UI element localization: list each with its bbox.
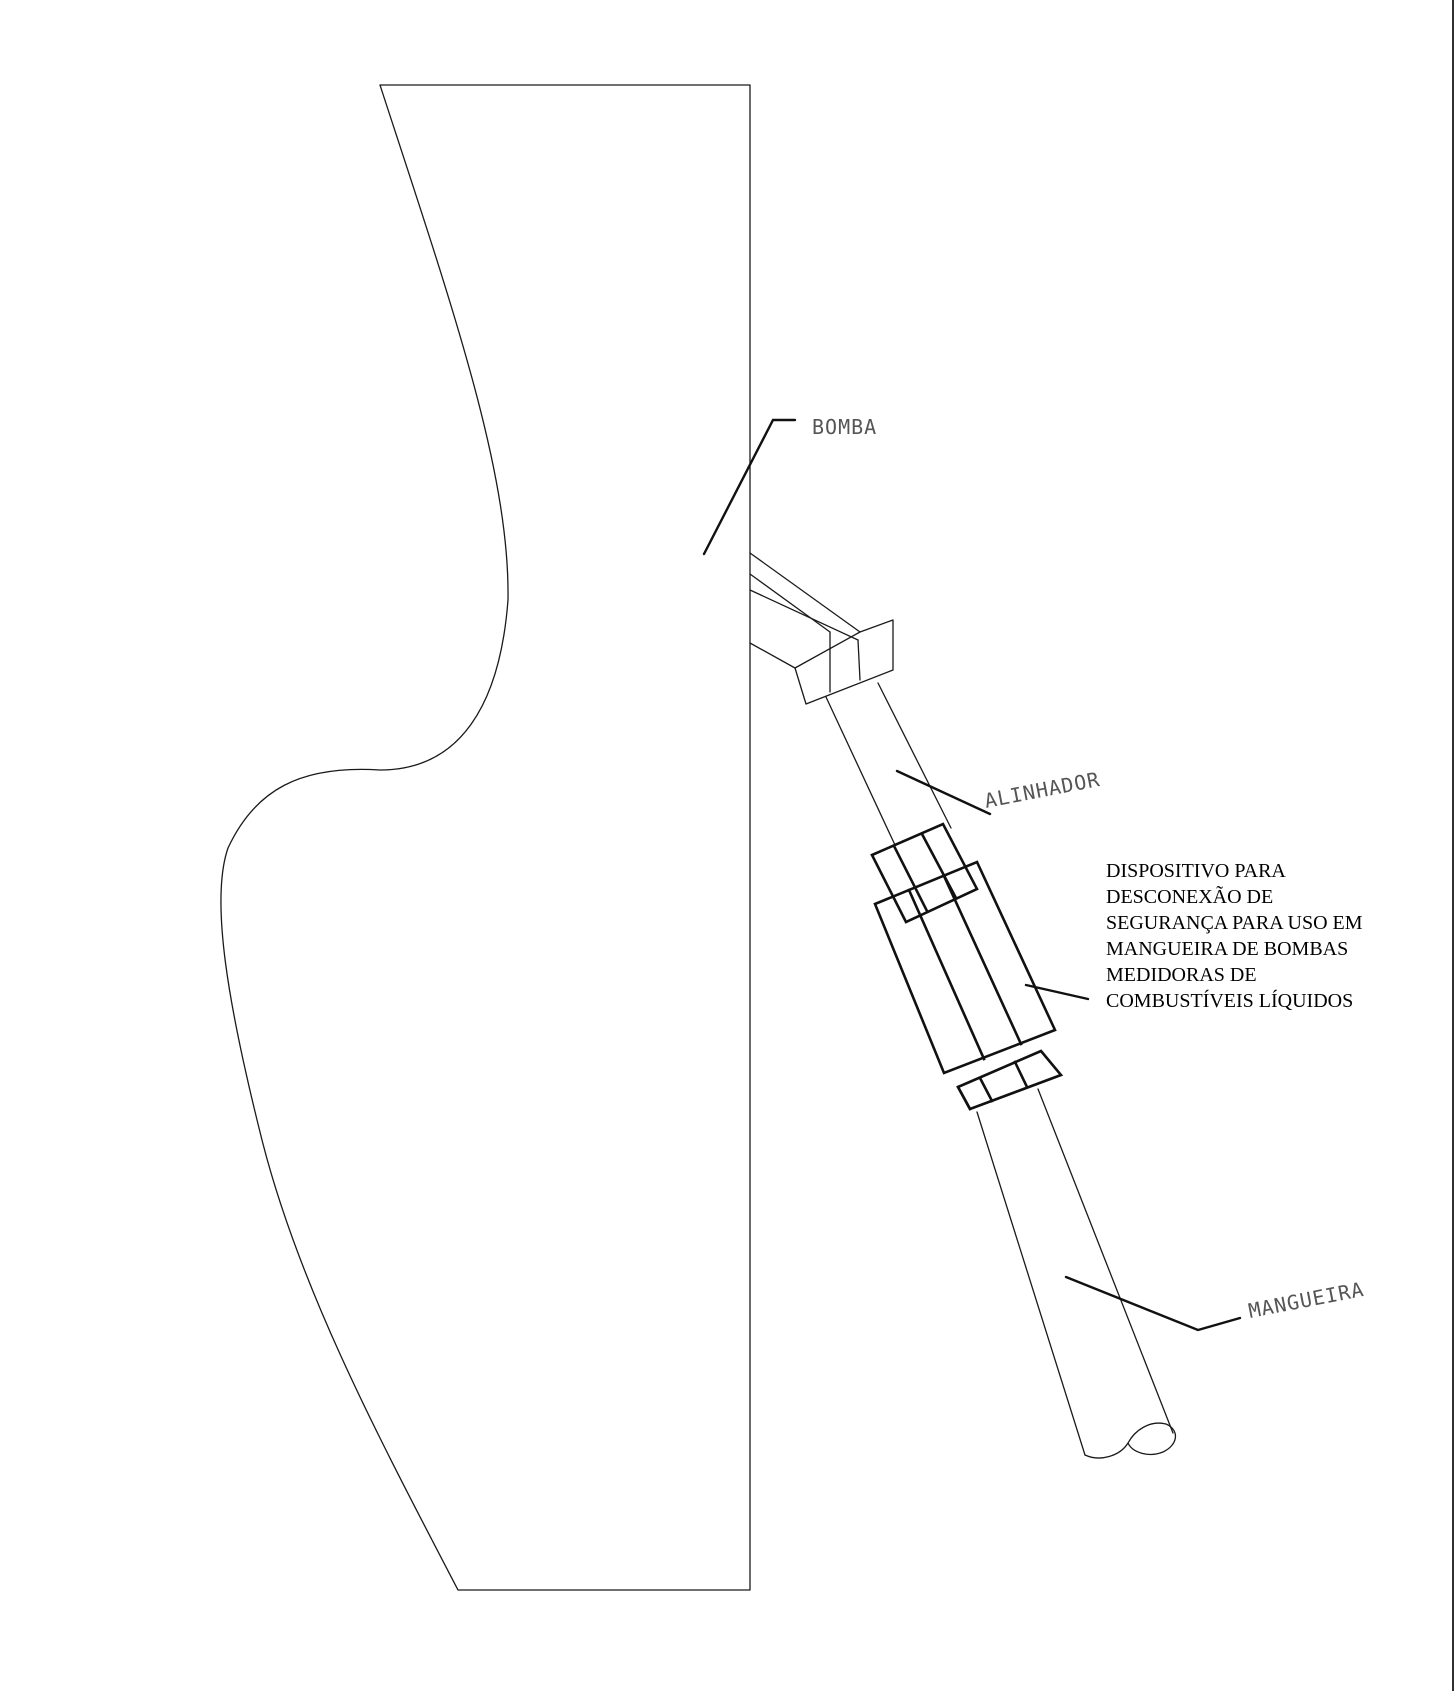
aligner-fitting (749, 552, 894, 705)
bomba-label: BOMBA (812, 415, 877, 439)
mangueira-label: MANGUEIRA (1246, 1277, 1366, 1323)
device-upper-collar (870, 822, 979, 924)
safety-disconnection-device (870, 822, 1064, 1111)
bomba-leader (702, 418, 797, 556)
dispositivo-line-2: DESCONEXÃO DE (1106, 884, 1273, 908)
pump-outline (220, 84, 751, 1591)
dispositivo-line-3: SEGURANÇA PARA USO EM (1106, 912, 1363, 934)
alinhador-label: ALINHADOR (982, 767, 1102, 813)
device-lower-collar (956, 1049, 1064, 1111)
alinhador-leader (895, 769, 992, 816)
dispositivo-description: DISPOSITIVO PARA DESCONEXÃO DE SEGURANÇA… (1106, 860, 1368, 1012)
mangueira-leader (1064, 1275, 1242, 1332)
hose-lower (976, 1088, 1177, 1459)
pump-body (220, 84, 751, 1591)
hose-cut-end (1084, 1422, 1177, 1459)
dispositivo-line-4: MANGUEIRA DE BOMBAS (1106, 938, 1348, 960)
dispositivo-line-6: COMBUSTÍVEIS LÍQUIDOS (1106, 989, 1353, 1012)
dispositivo-line-5: MEDIDORAS DE (1106, 964, 1257, 986)
dispositivo-leader (1024, 983, 1090, 1001)
dispositivo-line-1: DISPOSITIVO PARA (1106, 860, 1286, 882)
hose-upper (825, 682, 952, 846)
